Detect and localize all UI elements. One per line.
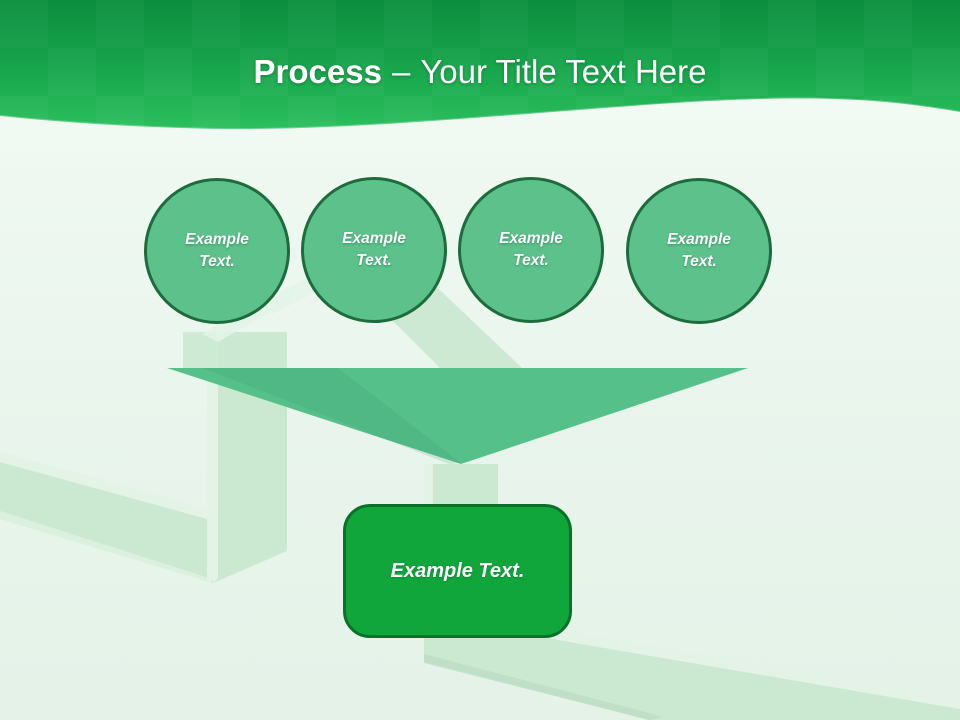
result-box-label: Example Text. xyxy=(390,559,525,582)
slide-title-text: Your Title Text Here xyxy=(420,53,707,90)
process-circle-4-label: Example Text. xyxy=(667,231,731,270)
process-circle-1[interactable]: Example Text. xyxy=(144,178,290,324)
slide-title[interactable]: Process – Your Title Text Here xyxy=(0,50,960,94)
process-circle-3[interactable]: Example Text. xyxy=(458,177,604,323)
slide-title-separator: – xyxy=(391,53,411,90)
process-circle-2[interactable]: Example Text. xyxy=(301,177,447,323)
house-arrow-watermark xyxy=(0,256,960,720)
process-circle-3-label: Example Text. xyxy=(499,230,563,269)
header-wave-shape xyxy=(0,0,960,131)
process-circle-4[interactable]: Example Text. xyxy=(626,178,772,324)
process-circle-1-label: Example Text. xyxy=(185,231,249,270)
result-box[interactable]: Example Text. xyxy=(343,504,572,638)
funnel-triangle[interactable] xyxy=(167,368,748,464)
header-banner: Process – Your Title Text Here xyxy=(0,0,960,150)
slide-title-keyword: Process xyxy=(253,53,382,90)
process-circle-2-label: Example Text. xyxy=(342,230,406,269)
